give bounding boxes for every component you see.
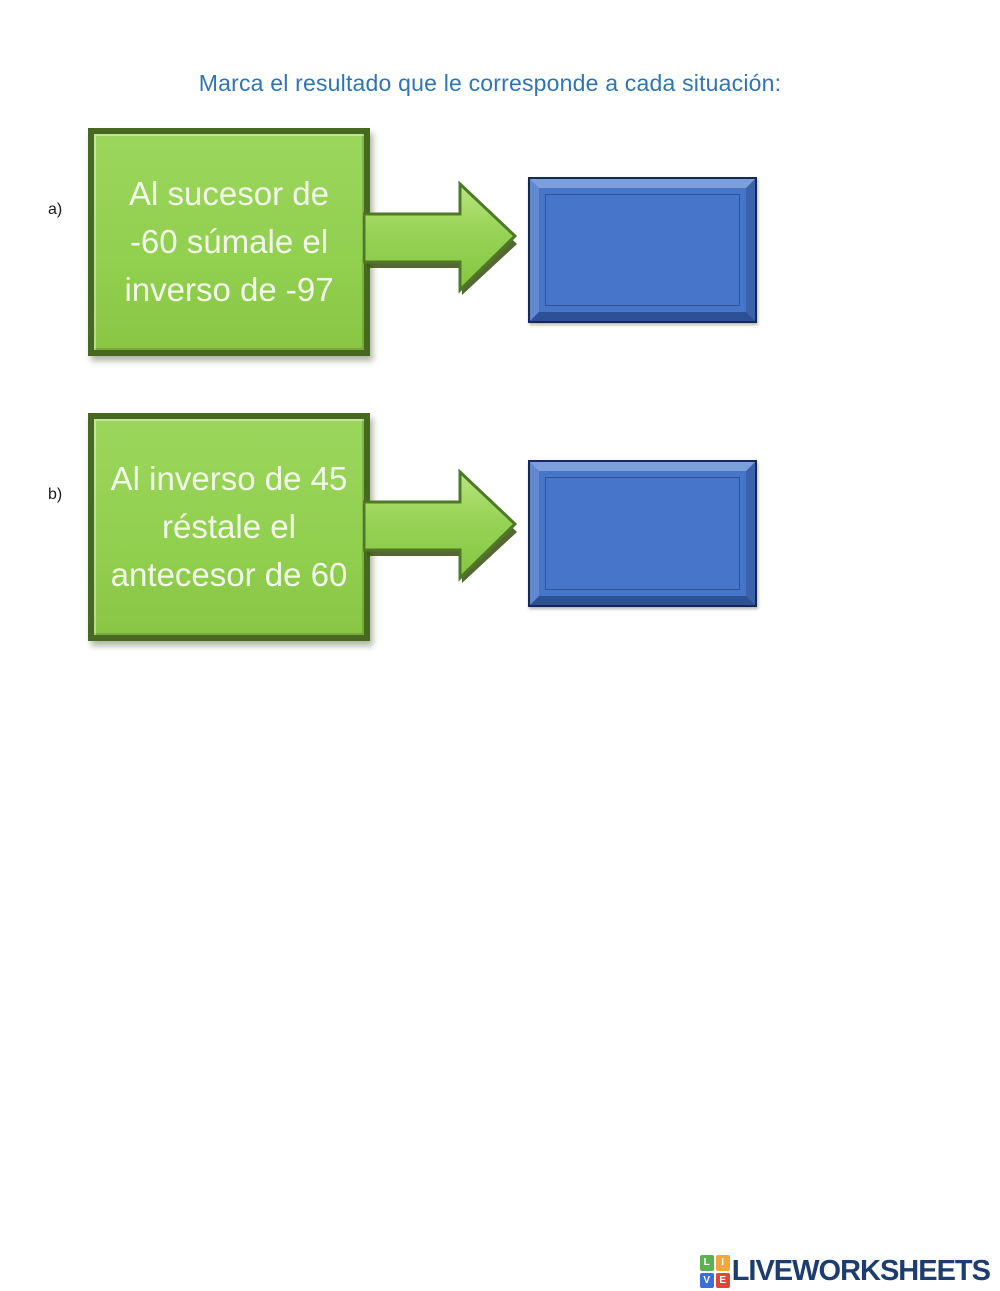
logo-letter-e: E	[715, 1272, 730, 1288]
page-title: Marca el resultado que le corresponde a …	[198, 70, 782, 96]
answer-box-bevel	[530, 462, 755, 605]
liveworksheets-wordmark: LIVEWORKSHEETS	[731, 1255, 991, 1287]
exercise-a-answer-value	[539, 188, 746, 312]
exercise-b-prompt-text: Al inverso de 45 réstale el antecesor de…	[110, 460, 348, 593]
exercise-b-label: b)	[48, 486, 63, 503]
answer-box-bevel	[530, 179, 755, 321]
logo-letter-v: V	[699, 1272, 714, 1288]
liveworksheets-logo[interactable]: L I V E LIVEWORKSHEETS	[699, 1255, 991, 1288]
logo-letter-l: L	[699, 1255, 714, 1271]
liveworksheets-icon: L I V E	[699, 1255, 730, 1288]
exercise-a-label: a)	[48, 201, 63, 218]
right-arrow-icon	[362, 178, 520, 298]
right-arrow-icon	[362, 466, 520, 586]
exercise-b-prompt-box: Al inverso de 45 réstale el antecesor de…	[88, 413, 370, 641]
exercise-b-answer-box[interactable]	[528, 460, 757, 607]
exercise-a-prompt-text: Al sucesor de -60 súmale el inverso de -…	[124, 175, 334, 308]
exercise-b-answer-value	[539, 471, 746, 596]
logo-letter-i: I	[715, 1255, 730, 1271]
exercise-a-prompt-box: Al sucesor de -60 súmale el inverso de -…	[88, 128, 370, 356]
exercise-a-answer-box[interactable]	[528, 177, 757, 323]
